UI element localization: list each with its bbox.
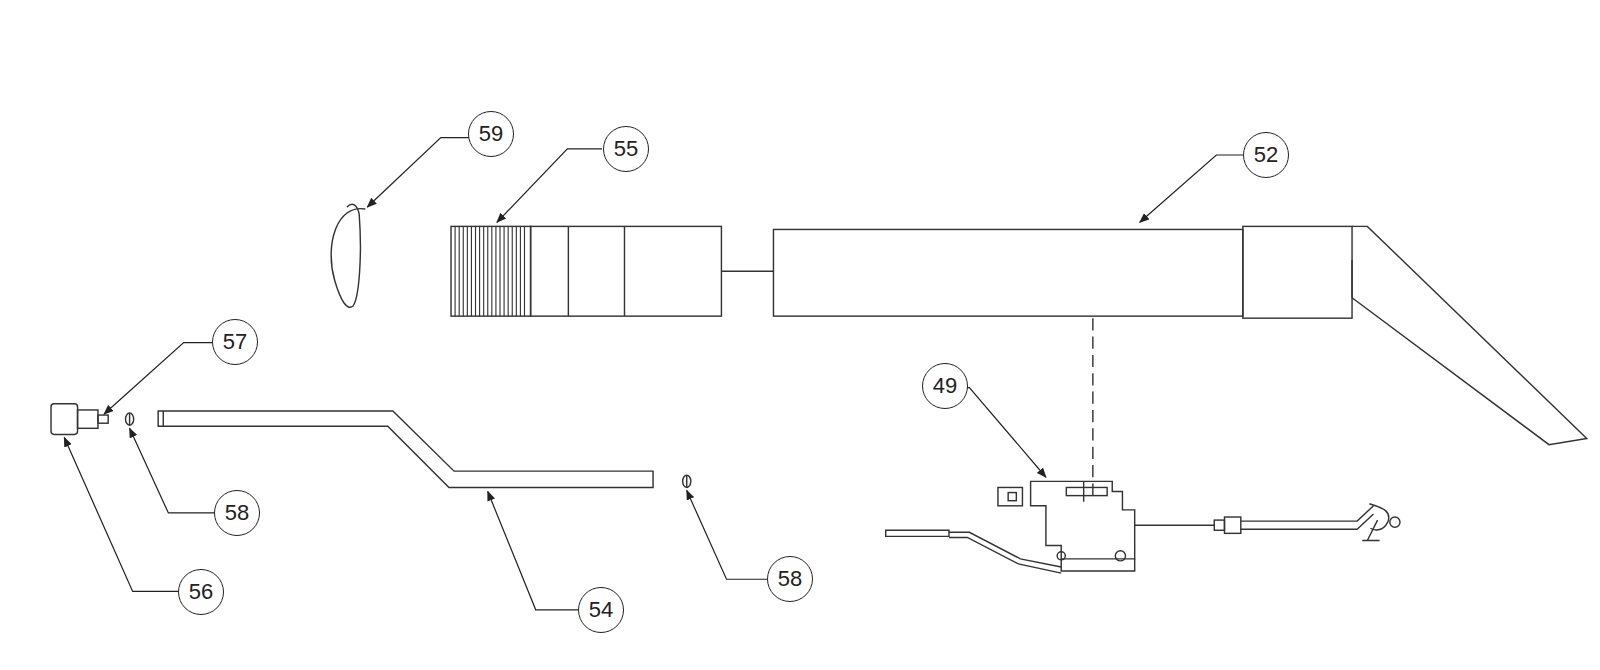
callout-number: 58 [225,502,249,524]
callout-number: 57 [223,331,247,353]
callout-circle: 55 [603,126,649,172]
callout-number: 59 [479,123,503,145]
callout-circle: 59 [468,111,514,157]
callout-circle: 58 [767,556,813,602]
callout-number: 54 [589,599,613,621]
callout-circle: 57 [212,319,258,365]
callout-circle: 56 [178,569,224,615]
callout-number: 52 [1254,144,1278,166]
callout-number: 49 [933,375,957,397]
callout-circle: 49 [922,363,968,409]
callout-circle: 58 [214,490,260,536]
callout-circle: 54 [578,587,624,633]
callout-number: 56 [189,581,213,603]
callout-number: 58 [778,568,802,590]
callout-number: 55 [614,138,638,160]
callout-circle: 52 [1243,132,1289,178]
